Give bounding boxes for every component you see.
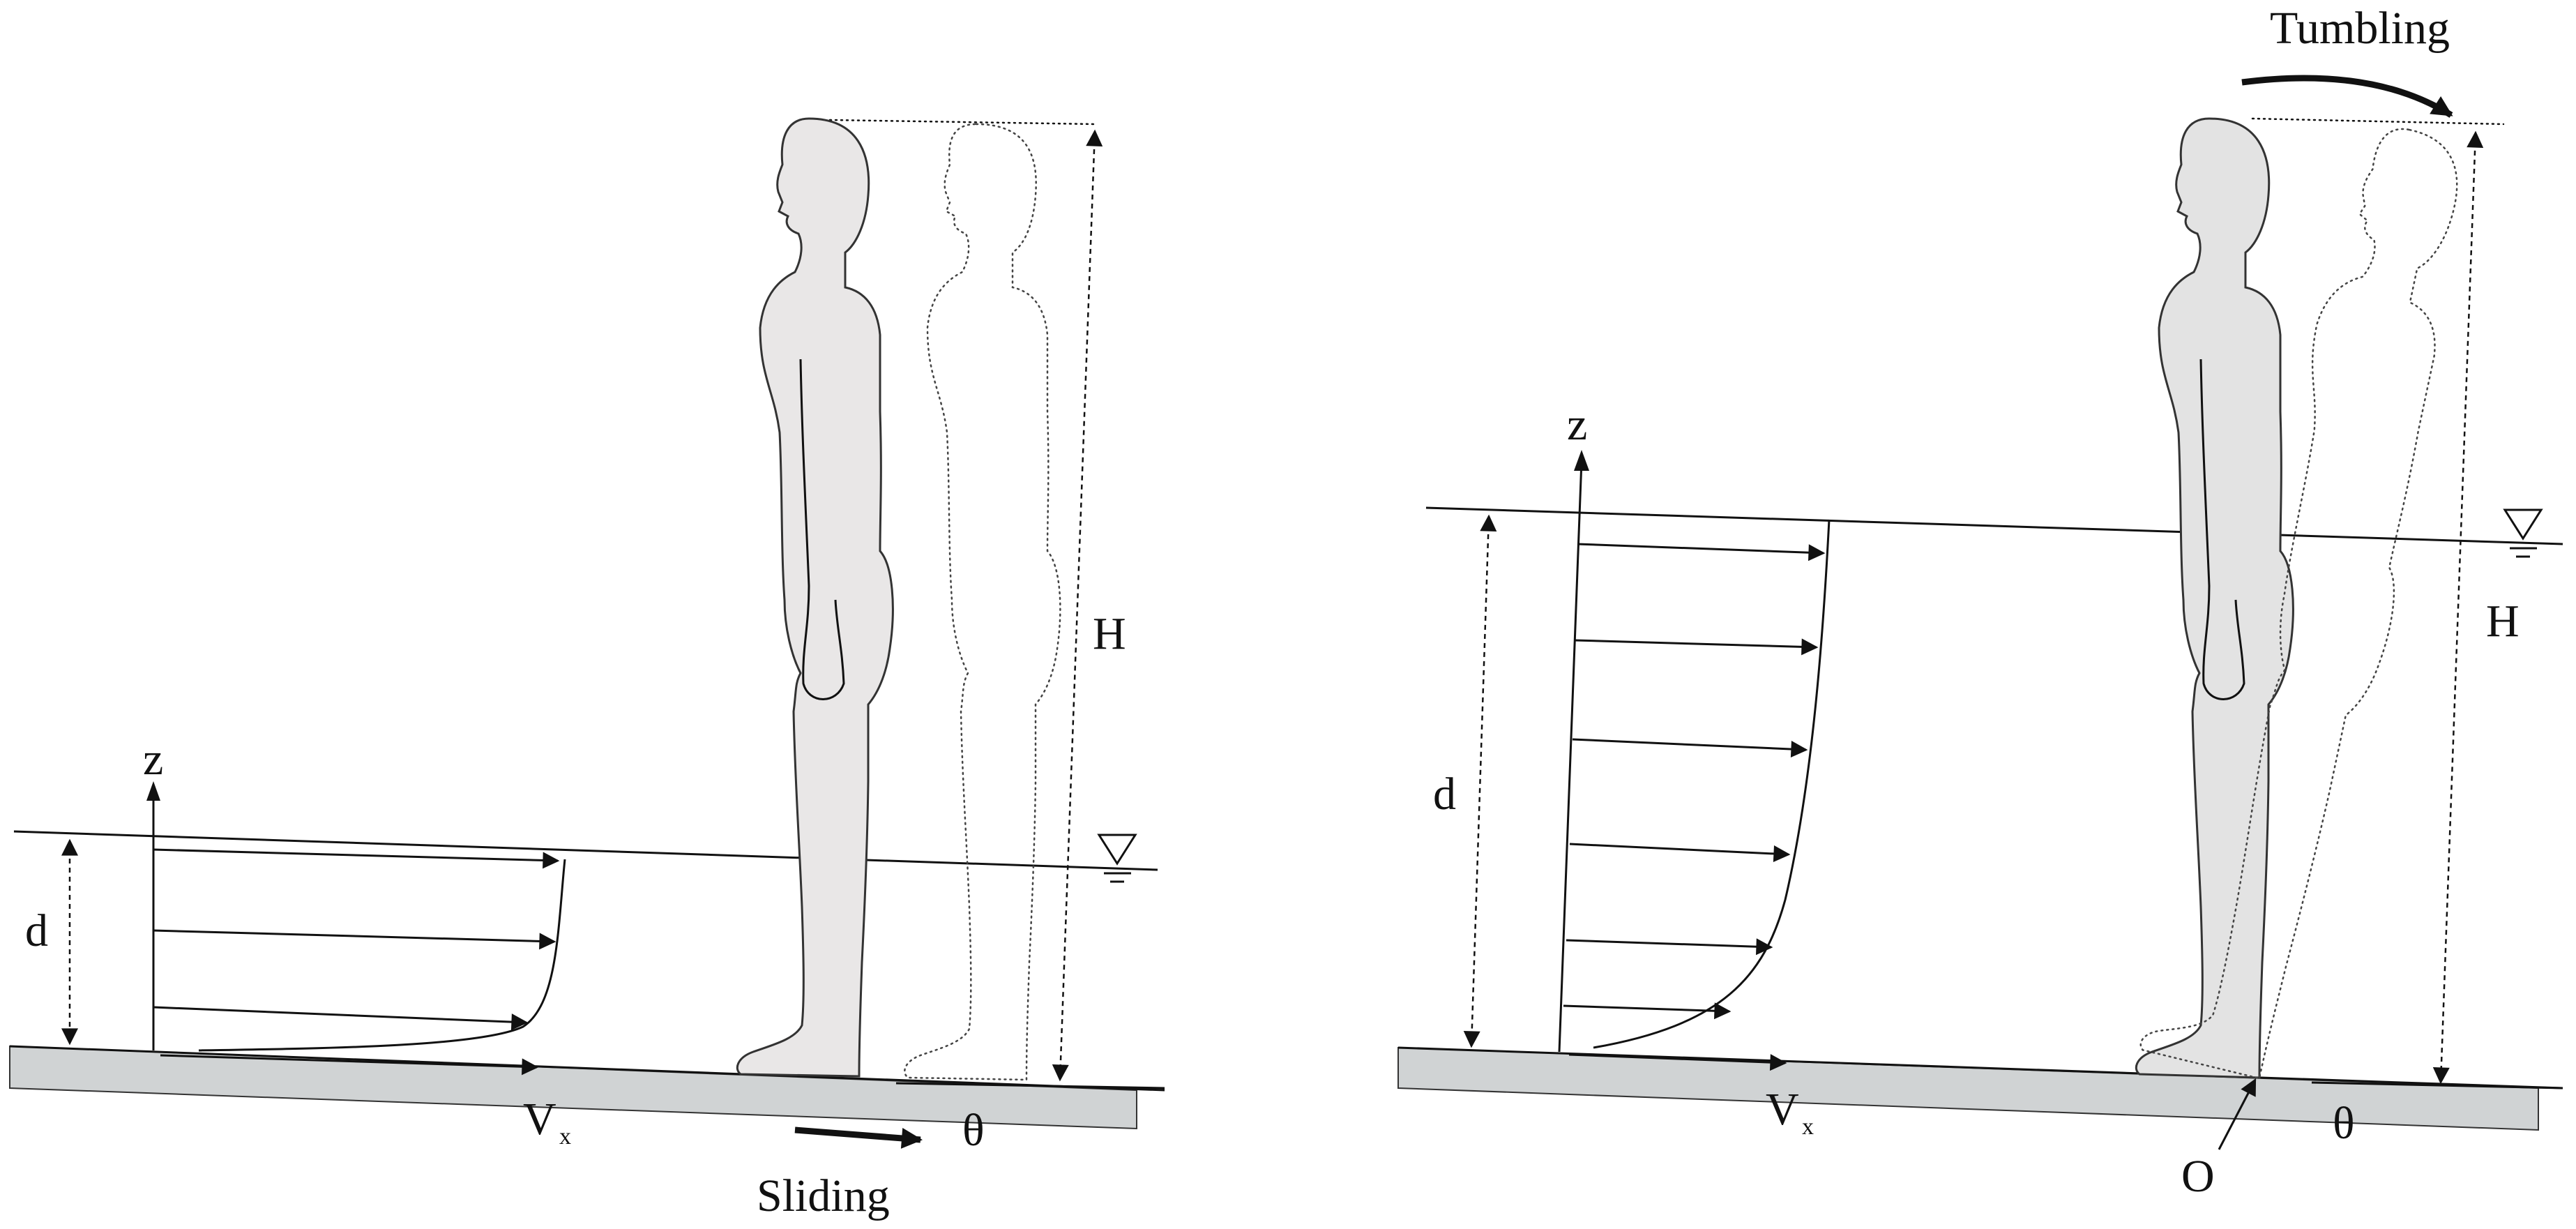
left-h-label: H	[1093, 608, 1126, 659]
left-sliding-arrow	[794, 1126, 923, 1149]
right-d-dimension	[1463, 514, 1497, 1048]
right-tumbling-label: Tumbling	[2270, 3, 2450, 54]
right-human-ghost-group	[2139, 128, 2458, 1080]
left-theta-label: θ	[962, 1105, 985, 1156]
left-z-label: z	[143, 734, 163, 785]
right-pivot-pointer	[2218, 1078, 2257, 1150]
left-vx-subscript: x	[559, 1124, 571, 1149]
right-z-label: z	[1567, 399, 1587, 450]
right-z-axis	[1558, 460, 1583, 1053]
right-human-figure	[2135, 117, 2294, 1079]
right-human-ghost-figure	[2139, 128, 2458, 1080]
left-human-arm	[799, 359, 845, 700]
left-human-figure	[736, 117, 894, 1078]
left-velocity-profile-curve	[198, 859, 566, 1052]
left-panel: z V x d H θ Sliding	[9, 117, 1165, 1221]
right-velocity-arrow-6	[1563, 1002, 1732, 1020]
left-velocity-arrow-3	[153, 1006, 529, 1031]
right-z-axis-arrowhead	[1574, 450, 1589, 471]
left-velocity-arrow-2	[153, 929, 556, 950]
right-pivot-label: O	[2181, 1151, 2215, 1202]
right-tumbling-arrow	[2241, 75, 2453, 118]
left-h-top-guide	[828, 119, 1096, 126]
right-velocity-arrow-4	[1569, 843, 1791, 862]
right-h-label: H	[2486, 596, 2520, 647]
left-sliding-label: Sliding	[757, 1170, 890, 1221]
left-velocity-arrow-1	[153, 848, 560, 869]
right-vx-label: V	[1766, 1084, 1799, 1135]
left-bed-line	[9, 1045, 1165, 1092]
right-vx-arrow	[1568, 1053, 1787, 1071]
right-water-surface	[1425, 506, 2563, 545]
right-bed-line	[1397, 1046, 2563, 1089]
left-human-ghost-figure	[904, 123, 1061, 1081]
right-velocity-profile-curve	[1593, 519, 1831, 1049]
right-d-label: d	[1433, 769, 1456, 820]
right-h-dimension	[2432, 130, 2484, 1085]
right-vx-subscript: x	[1802, 1114, 1814, 1140]
right-water-level-symbol	[2503, 508, 2543, 558]
right-velocity-arrow-2	[1575, 638, 1819, 656]
right-velocity-arrow-1	[1577, 543, 1826, 561]
left-vx-label: V	[523, 1094, 556, 1145]
right-human-arm	[2199, 359, 2245, 700]
left-vx-arrow	[160, 1054, 539, 1076]
left-d-label: d	[25, 905, 48, 956]
left-theta-base	[895, 1082, 1165, 1089]
left-z-axis-arrowhead	[146, 781, 160, 801]
right-h-top-guide	[2251, 117, 2505, 126]
left-h-dimension	[1052, 129, 1103, 1082]
right-velocity-arrow-3	[1572, 738, 1808, 758]
right-theta-base	[2311, 1081, 2563, 1089]
right-ground-slab	[1397, 1046, 2539, 1131]
right-theta-label: θ	[2333, 1098, 2355, 1149]
left-water-level-symbol	[1097, 834, 1137, 883]
right-panel: z V x d H θ Tumbling	[1397, 3, 2563, 1202]
right-velocity-arrow-5	[1566, 938, 1773, 956]
